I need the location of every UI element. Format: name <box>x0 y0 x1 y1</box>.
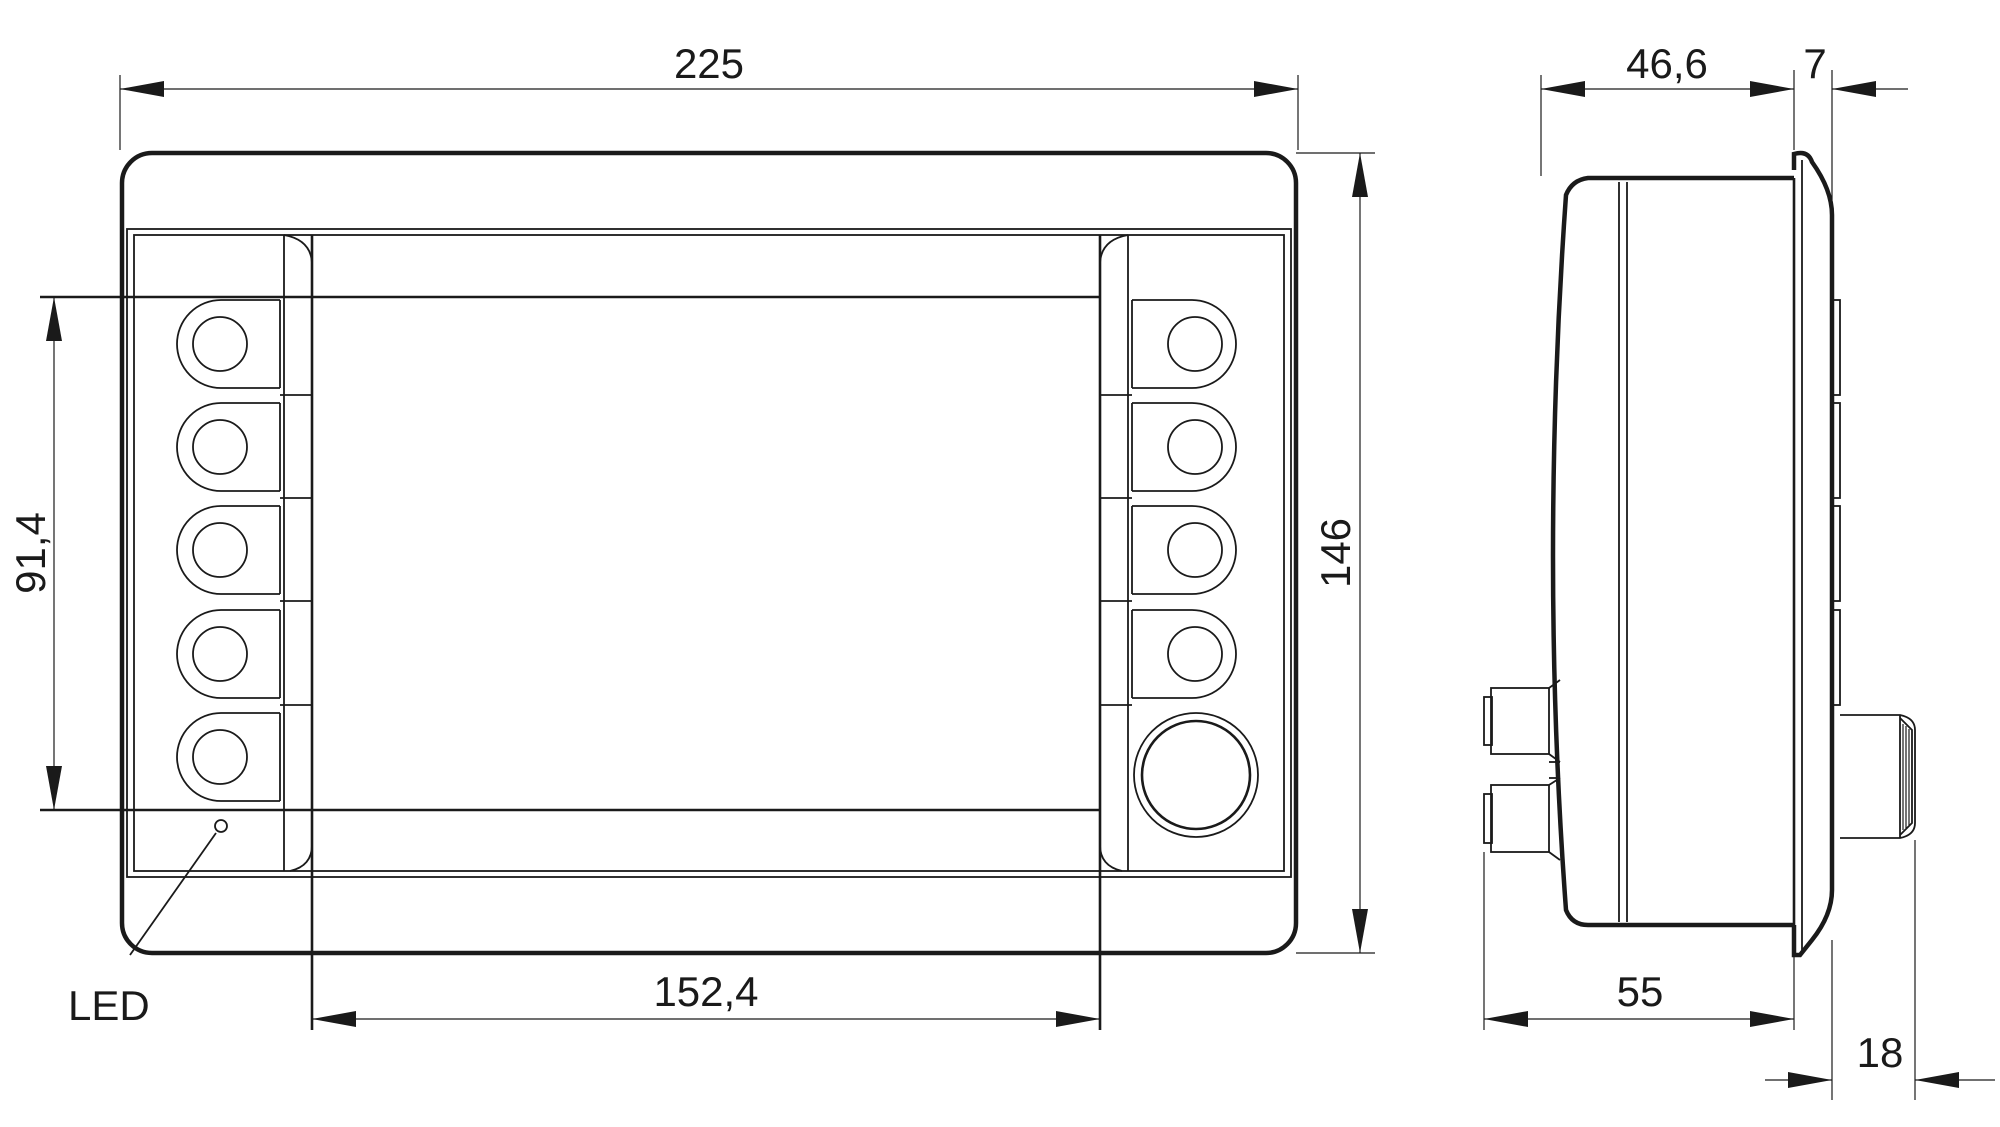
arrowhead <box>1352 153 1368 197</box>
side-button-bump <box>1831 402 1841 499</box>
side-view <box>1483 150 1916 958</box>
function-button <box>1131 609 1237 699</box>
rotary-knob-inner <box>1140 719 1252 831</box>
side-rotary-knob <box>1840 714 1916 839</box>
led-indicator <box>214 819 228 833</box>
arrowhead <box>1352 909 1368 953</box>
dim-overall-width: 225 <box>674 40 744 87</box>
arrowhead <box>46 297 62 341</box>
arrowhead <box>1056 1011 1100 1027</box>
arrowhead <box>1541 81 1585 97</box>
side-button-bump <box>1831 609 1841 706</box>
dim-overall-height: 146 <box>1312 518 1359 588</box>
side-housing-body <box>1550 175 1794 928</box>
function-button <box>176 712 281 802</box>
function-button <box>1131 402 1237 492</box>
left-button-column <box>176 299 312 802</box>
side-button-bump <box>1831 505 1841 602</box>
dim-screen-height: 91,4 <box>7 512 54 594</box>
side-connector-upper <box>1483 679 1561 763</box>
side-button-bump <box>1831 299 1841 396</box>
arrowhead <box>1788 1072 1832 1088</box>
arrowhead <box>1832 81 1876 97</box>
right-rail-curve <box>1099 234 1129 872</box>
arrowhead <box>312 1011 356 1027</box>
front-inner-frame-2 <box>133 234 1285 872</box>
function-button <box>1131 505 1237 595</box>
led-leader-line <box>129 832 217 956</box>
rotary-knob-outer <box>1133 712 1259 838</box>
arrowhead <box>1484 1011 1528 1027</box>
dim-knob-depth: 18 <box>1857 1029 1904 1076</box>
arrowhead <box>1750 81 1794 97</box>
dim-side-depth: 46,6 <box>1626 40 1708 87</box>
side-dimensions: 46,6 7 55 18 <box>1483 40 1995 1100</box>
function-button <box>176 505 281 595</box>
arrowhead <box>46 766 62 810</box>
arrowhead <box>1750 1011 1794 1027</box>
dim-connector-depth: 55 <box>1617 968 1664 1015</box>
side-front-bezel <box>1791 150 1835 958</box>
arrowhead <box>120 81 164 97</box>
dim-screen-width: 152,4 <box>653 968 758 1015</box>
arrowhead <box>1254 81 1298 97</box>
led-label: LED <box>68 982 150 1029</box>
left-rail-curve <box>283 234 313 872</box>
function-button <box>1131 299 1237 389</box>
front-dimensions: 225 146 91,4 152,4 <box>7 40 1375 1027</box>
dim-front-bezel: 7 <box>1803 40 1826 87</box>
right-button-column <box>1100 299 1259 838</box>
front-view: LED <box>40 150 1299 1030</box>
side-connector-lower <box>1483 777 1561 861</box>
front-housing-outline <box>119 150 1299 956</box>
function-button <box>176 402 281 492</box>
function-button <box>176 299 281 389</box>
function-button <box>176 609 281 699</box>
front-inner-frame <box>126 228 1292 878</box>
arrowhead <box>1915 1072 1959 1088</box>
